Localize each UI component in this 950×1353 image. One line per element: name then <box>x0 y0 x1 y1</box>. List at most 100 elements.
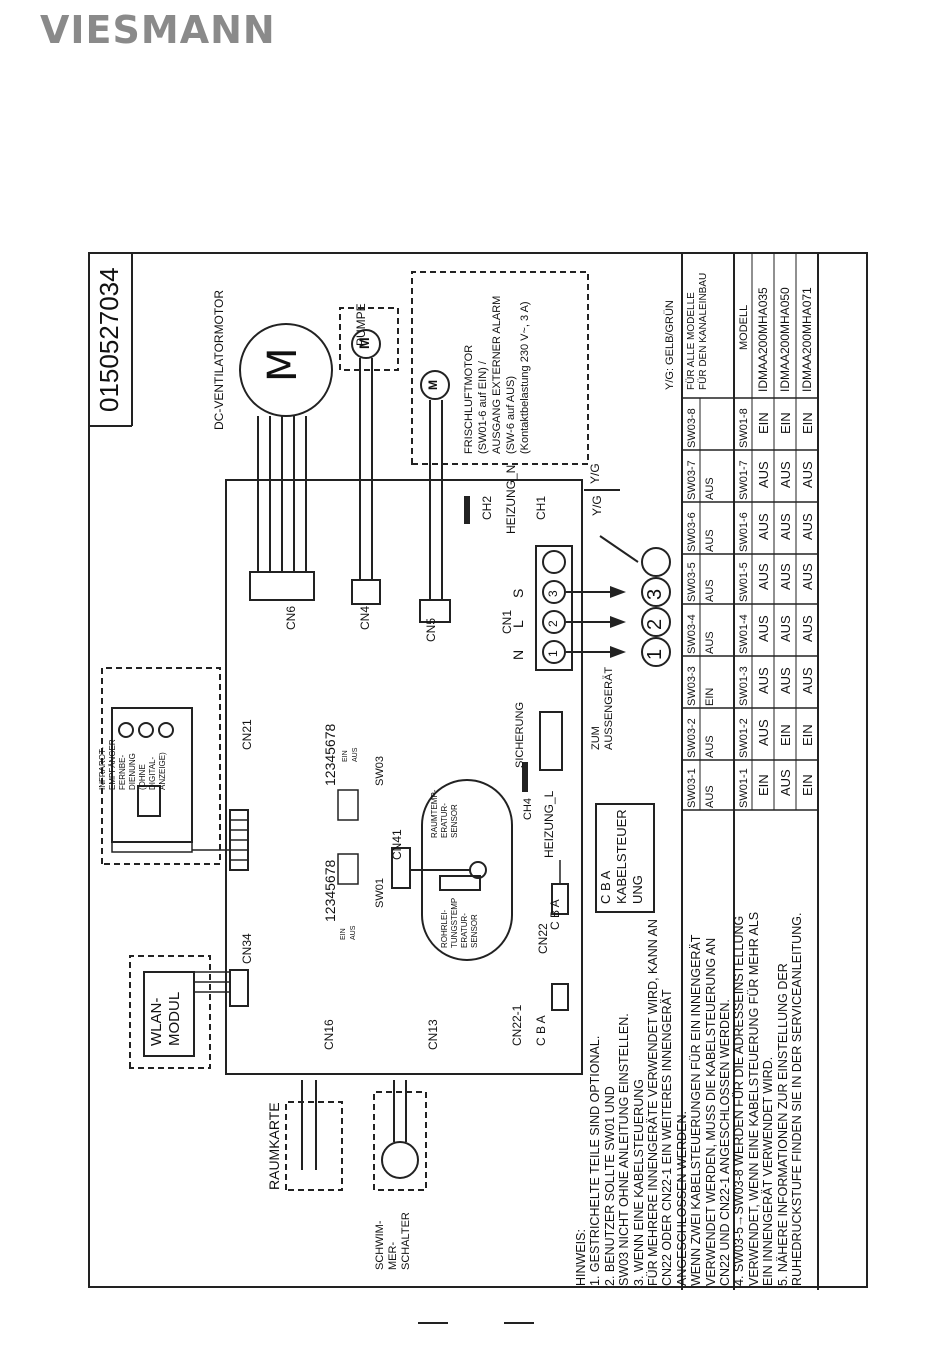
kabelsteuerung-box <box>595 803 655 913</box>
page-mark-left <box>418 1322 448 1324</box>
wlan-box <box>129 955 211 1069</box>
pump-motor-m: M <box>356 337 372 349</box>
sw03-2-header: SW03-2 <box>686 718 698 758</box>
cn41-connector <box>391 847 411 889</box>
sw03-4-header: SW03-4 <box>686 614 698 654</box>
r1-c7: AUS <box>756 461 771 488</box>
dc-fan-label: DC-VENTILATORMOTOR <box>212 289 226 430</box>
sw03-7-header: SW03-7 <box>686 460 698 500</box>
wiring-diagram-svg <box>90 254 819 1290</box>
pump-box <box>339 307 399 371</box>
fresh-air-motor-symbol <box>420 370 450 400</box>
sw01-5-header: SW01-5 <box>738 562 750 602</box>
terminal-3: 3 <box>546 590 560 597</box>
cn34-connector <box>229 969 249 1007</box>
dc-motor-symbol <box>239 323 333 417</box>
schwimmer-box <box>373 1091 427 1191</box>
cn16-label: CN16 <box>322 1019 336 1050</box>
outdoor-terminal-3: 3 <box>644 588 666 600</box>
terminal-s: S <box>510 588 526 598</box>
pump-motor-symbol <box>351 329 381 359</box>
r2-c6: AUS <box>778 513 793 540</box>
sw01-1-header: SW01-1 <box>738 768 750 808</box>
sw03-5-header: SW03-5 <box>686 562 698 602</box>
terminal-2: 2 <box>546 620 560 627</box>
yg-label-2: Y/G <box>588 463 602 484</box>
outdoor-terminal-2: 2 <box>644 618 666 630</box>
terminal-l: L <box>510 620 526 628</box>
terminal-1: 1 <box>546 650 560 657</box>
raumkarte-label: RAUMKARTE <box>266 1102 282 1190</box>
sw01-digits: 12345678 <box>322 859 338 922</box>
cn34-label: CN34 <box>240 933 254 964</box>
fresh-air-box <box>411 271 589 465</box>
sw03-dip <box>337 789 359 821</box>
r1-c1: EIN <box>756 774 771 796</box>
r1-c6: AUS <box>756 513 771 540</box>
r3-c6: AUS <box>800 513 815 540</box>
yg-label-1: Y/G <box>590 495 604 516</box>
r2-c7: AUS <box>778 461 793 488</box>
sw01-ein: EIN <box>340 928 347 940</box>
dc-motor-m: M <box>260 347 306 382</box>
sw01-4-header: SW01-4 <box>738 614 750 654</box>
sw03-ein: EIN <box>342 750 349 762</box>
rotated-diagram: 0150527034 DC-VENTILATORMOTOR PUMPE M M … <box>90 254 870 1290</box>
cn13-label: CN13 <box>426 1019 440 1050</box>
r1-c4: AUS <box>756 615 771 642</box>
r3-c7: AUS <box>800 461 815 488</box>
brand-logo: VIESMANN <box>40 8 276 52</box>
heizung-n-label: HEIZUNG_N <box>504 464 518 534</box>
sw03-8-header: SW03-8 <box>686 408 698 448</box>
cn22-cba: C B A <box>548 899 562 930</box>
ch2-label: CH2 <box>480 495 494 520</box>
r3-c1: EIN <box>800 774 815 796</box>
cn22-1-cba: C B A <box>534 1015 548 1046</box>
heizung-l-label: HEIZUNG_L <box>542 790 556 858</box>
r3-c5: AUS <box>800 563 815 590</box>
sw03-6-value: AUS <box>704 529 716 552</box>
sw01-7-header: SW01-7 <box>738 460 750 500</box>
sw01-2-header: SW01-2 <box>738 718 750 758</box>
r2-c1: AUS <box>778 769 793 796</box>
sw01-8-header: SW01-8 <box>738 408 750 448</box>
modell-header: MODELL <box>738 304 750 350</box>
raumkarte-box <box>285 1101 343 1191</box>
ch4-label: CH4 <box>522 797 534 820</box>
r2-c4: AUS <box>778 615 793 642</box>
r2-model: IDMAA200MHA050 <box>778 287 792 392</box>
sw03-4-value: AUS <box>704 631 716 654</box>
fuse-symbol <box>539 711 563 771</box>
sw03-3-value: EIN <box>704 687 716 706</box>
cn41-label: CN41 <box>390 829 404 860</box>
terminal-block <box>535 545 573 671</box>
sw03-5-value: AUS <box>704 579 716 602</box>
zum-aussen-label: ZUM AUSSENGERÄT <box>590 666 615 750</box>
settings-tables <box>681 254 819 1290</box>
kabelsteuerung-label: C B A KABELSTEUER UNG <box>598 809 645 904</box>
fresh-air-text: FRISCHLUFTMOTOR (SW01-6 auf EIN) / AUSGA… <box>463 295 531 454</box>
cn6-label: CN6 <box>284 605 298 630</box>
yg-legend: Y/G: GELB/GRÜN <box>664 300 676 390</box>
r1-model: IDMAA200MHA035 <box>756 287 770 392</box>
cn5-label: CN5 <box>424 617 438 642</box>
r3-c8: EIN <box>800 412 815 434</box>
r3-model: IDMAA200MHA071 <box>800 287 814 392</box>
sw03-7-value: AUS <box>704 477 716 500</box>
sw03-1-value: AUS <box>704 785 716 808</box>
sw03-6-header: SW03-6 <box>686 512 698 552</box>
ir-receiver-box <box>101 667 221 865</box>
cn4-plug <box>351 579 381 605</box>
sw01-aus: AUS <box>350 925 357 940</box>
r1-c5: AUS <box>756 563 771 590</box>
r1-c2: AUS <box>756 719 771 746</box>
notes-block: HINWEIS: 1. GESTRICHELTE TEILE SIND OPTI… <box>574 911 805 1286</box>
r3-c2: EIN <box>800 724 815 746</box>
cn22-1-connector <box>551 983 569 1011</box>
cn4-label: CN4 <box>358 605 372 630</box>
cn5-plug <box>419 599 451 623</box>
sw03-1-header: SW03-1 <box>686 768 698 808</box>
r2-c2: EIN <box>778 724 793 746</box>
wiring-diagram-sheet: 0150527034 DC-VENTILATORMOTOR PUMPE M M … <box>88 252 870 1290</box>
main-pcb-board <box>225 479 583 1075</box>
